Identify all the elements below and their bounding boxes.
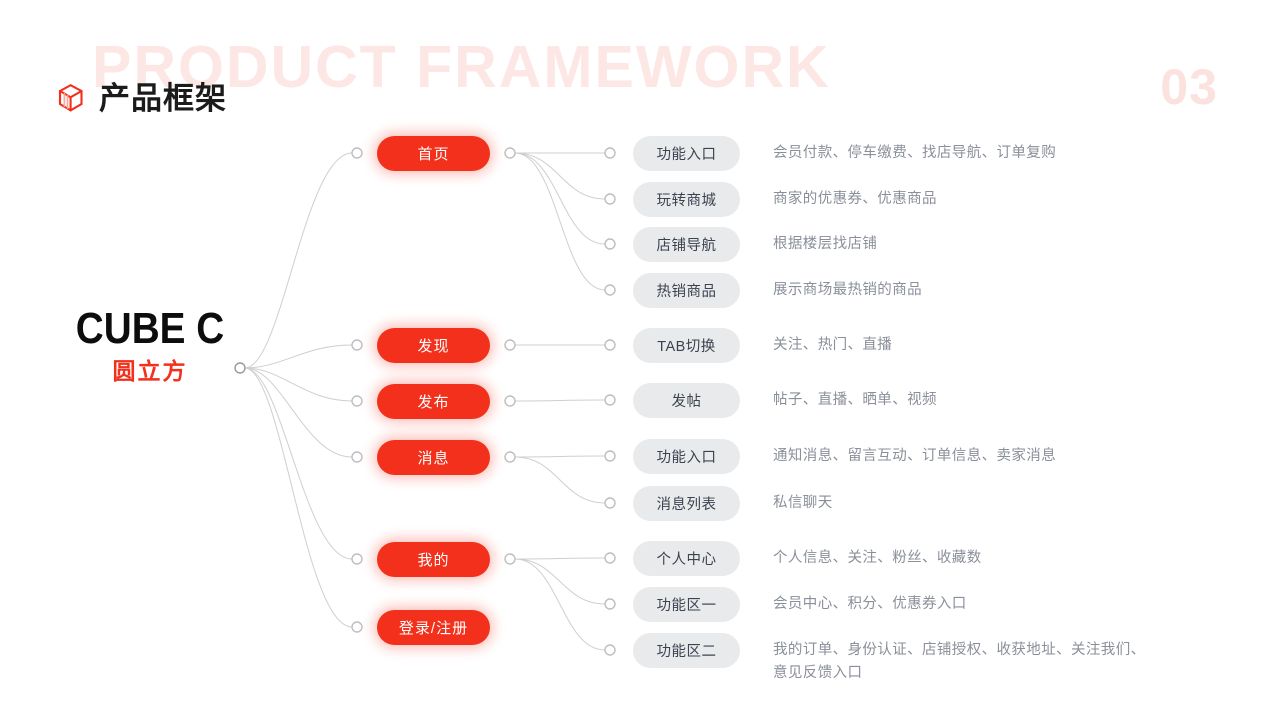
leaf-description: 会员付款、停车缴费、找店导航、订单复购 — [773, 145, 1057, 161]
leaf-description: 个人信息、关注、粉丝、收藏数 — [773, 550, 982, 566]
leaf-node[interactable]: 热销商品 — [633, 272, 740, 308]
leaf-description: 展示商场最热销的商品 — [773, 282, 922, 298]
leaf-description: 帖子、直播、晒单、视频 — [773, 392, 937, 408]
watermark-text: PRODUCT FRAMEWORK — [92, 34, 831, 100]
leaf-description: 根据楼层找店铺 — [773, 236, 878, 252]
page-number: 03 — [1160, 59, 1218, 115]
leaf-description: 商家的优惠券、优惠商品 — [773, 191, 937, 207]
branch-node[interactable]: 发布 — [377, 383, 490, 419]
leaf-description: 通知消息、留言互动、订单信息、卖家消息 — [773, 448, 1057, 464]
root-node: CUBE C 圆立方 — [60, 304, 240, 385]
branch-node[interactable]: 消息 — [377, 439, 490, 475]
leaf-description: 我的订单、身份认证、店铺授权、收获地址、关注我们、 意见反馈入口 — [773, 642, 1146, 681]
leaf-node[interactable]: 功能区一 — [633, 586, 740, 622]
leaf-node[interactable]: 功能入口 — [633, 438, 740, 474]
branch-node[interactable]: 登录/注册 — [377, 609, 490, 645]
leaf-node[interactable]: 个人中心 — [633, 540, 740, 576]
root-name-cn: 圆立方 — [112, 358, 188, 385]
branch-node[interactable]: 发现 — [377, 327, 490, 363]
leaf-description: 私信聊天 — [773, 495, 833, 511]
leaf-node[interactable]: 功能区二 — [633, 632, 740, 668]
leaf-description: 关注、热门、直播 — [773, 337, 893, 353]
leaf-node[interactable]: 功能入口 — [633, 135, 740, 171]
branch-node[interactable]: 首页 — [377, 135, 490, 171]
leaf-node[interactable]: 发帖 — [633, 382, 740, 418]
leaf-node[interactable]: 消息列表 — [633, 485, 740, 521]
leaf-node[interactable]: 玩转商城 — [633, 181, 740, 217]
root-name-en: CUBE C — [75, 304, 225, 353]
cube-logo-icon — [56, 82, 86, 114]
branch-node[interactable]: 我的 — [377, 541, 490, 577]
leaf-description: 会员中心、积分、优惠券入口 — [773, 596, 967, 612]
page-title: 产品框架 — [99, 80, 227, 116]
page-title-row: 产品框架 — [56, 82, 227, 114]
leaf-node[interactable]: 店铺导航 — [633, 226, 740, 262]
leaf-node[interactable]: TAB切换 — [633, 327, 740, 363]
